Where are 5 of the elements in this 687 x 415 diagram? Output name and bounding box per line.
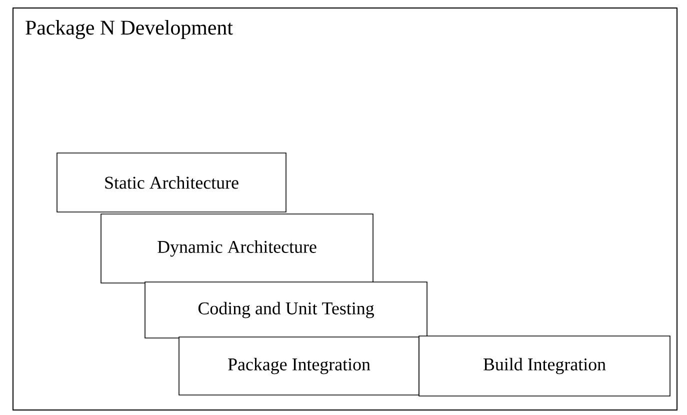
process-box: Coding and Unit Testing [144, 282, 428, 338]
process-box: Package Integration [178, 336, 420, 396]
process-box: Build Integration [418, 336, 670, 396]
process-box: Dynamic Architecture [100, 214, 374, 284]
process-box: Static Architecture [56, 152, 286, 212]
